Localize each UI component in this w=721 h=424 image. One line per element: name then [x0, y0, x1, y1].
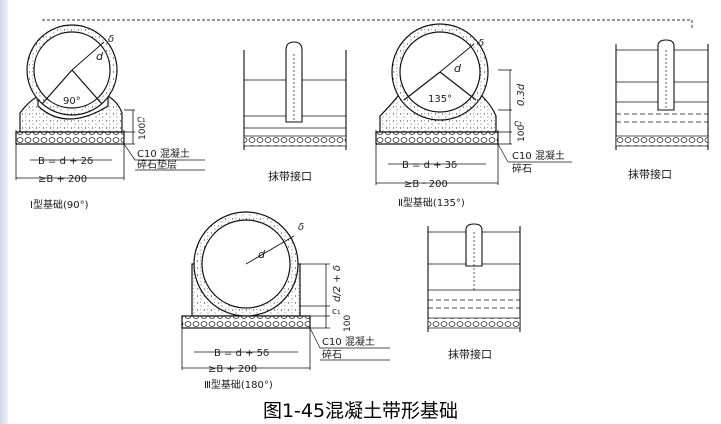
type2-formula-b: B = d + 3δ — [402, 160, 457, 171]
type1-concrete-base — [19, 94, 123, 133]
type1-legend-concrete: C10 混凝土 — [137, 147, 190, 160]
joint-label-2: 抹带接口 — [628, 168, 672, 181]
type3-c1-label: c₁ — [332, 307, 341, 317]
type2-dim-03d: 0.3d — [516, 83, 527, 106]
type2-section — [375, 23, 572, 185]
type3-delta-label: δ — [298, 222, 304, 233]
type3-legend-gravel: 碎石 — [322, 348, 342, 361]
dashed-top-border — [42, 19, 693, 28]
type3-gravel-bed — [181, 315, 311, 329]
type1-formula-b: B = d + 2δ — [38, 156, 93, 167]
type2-dim-100: 100 — [517, 125, 527, 142]
type3-dim-100: 100 — [343, 315, 353, 332]
type1-delta-label: δ — [108, 34, 114, 45]
type1-formula-total: ≥B + 200 — [38, 174, 87, 185]
type2-legend-concrete: C10 混凝土 — [512, 149, 565, 162]
type2-delta-label: δ — [478, 38, 484, 49]
type2-angle-label: 135° — [428, 94, 452, 105]
type3-dim-half: d/2 + δ — [332, 265, 343, 302]
type1-title: Ⅰ型基础(90°) — [30, 198, 89, 211]
type1-d-label: d — [96, 50, 104, 63]
joint-label-3: 抹带接口 — [448, 348, 492, 361]
type1-gravel-bed — [15, 131, 125, 145]
type2-title: Ⅱ型基础(135°) — [398, 196, 465, 209]
joint-view-3 — [427, 223, 521, 332]
type1-dim-100: 100 — [138, 123, 148, 140]
type1-section — [15, 24, 205, 180]
type1-c1-label: c₁ — [137, 115, 146, 125]
type1-angle-label: 90° — [63, 96, 81, 107]
type2-gravel-bed — [375, 131, 499, 145]
joint-view-2 — [615, 39, 709, 150]
joint-label-1: 抹带接口 — [268, 170, 312, 183]
type2-d-label: d — [454, 62, 462, 75]
type3-d-label: d — [258, 248, 266, 261]
type3-formula-b: B = d + 5δ — [214, 348, 269, 359]
type3-formula-total: ≥B + 200 — [208, 364, 257, 375]
type3-section — [181, 211, 390, 370]
type2-legend-gravel: 碎石 — [512, 162, 532, 175]
type3-title: Ⅲ型基础(180°) — [204, 378, 273, 391]
slide-left-edge — [0, 0, 8, 424]
type2-c1-label: c₁ — [514, 119, 523, 129]
joint-view-1 — [243, 41, 347, 150]
figure-caption: 图1-45混凝土带形基础 — [262, 400, 459, 422]
type2-formula-total: ≥B · 200 — [404, 179, 448, 190]
type3-legend-concrete: C10 混凝土 — [322, 335, 375, 348]
type1-legend-gravel: 碎石垫层 — [137, 158, 177, 171]
